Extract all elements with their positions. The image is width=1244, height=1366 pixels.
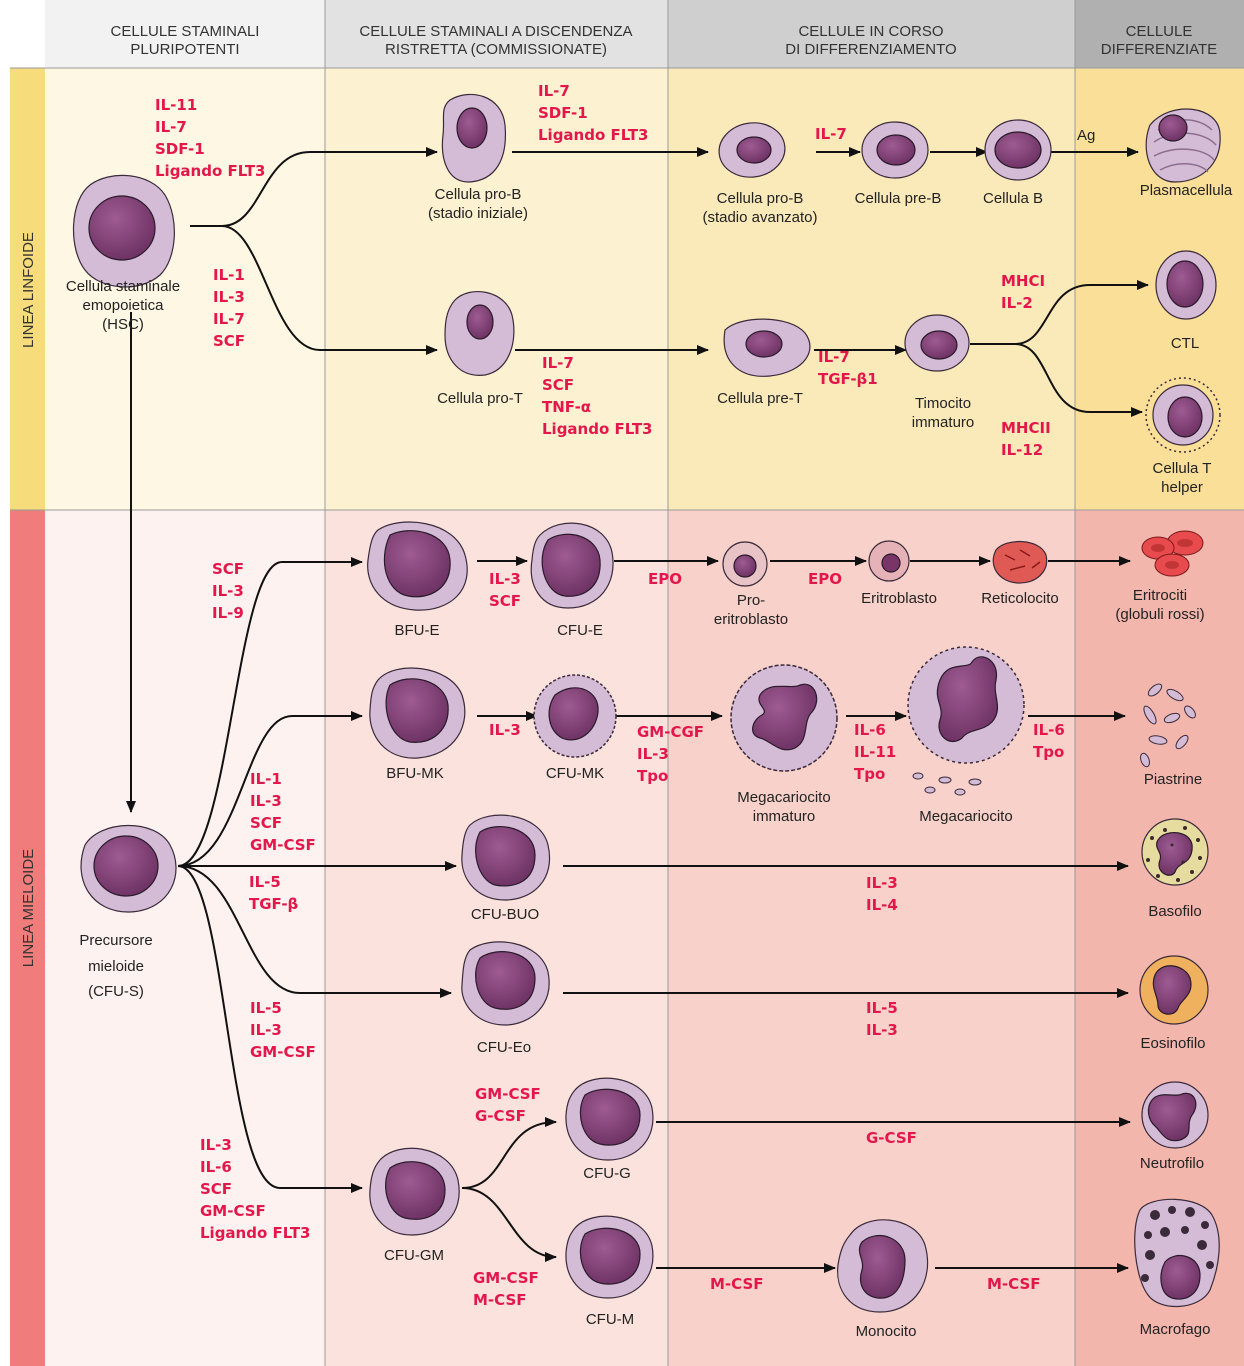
neutrophil-cell-icon [1142, 1082, 1208, 1148]
label-monocyte: Monocito [856, 1323, 917, 1340]
pro-b-early-cell-icon [442, 94, 505, 182]
label-pre-t: Cellula pre-T [717, 390, 803, 407]
label-pro-t: Cellula pro-T [437, 390, 523, 407]
label-basophil: Basofilo [1148, 903, 1201, 920]
label-eosinophil: Eosinofilo [1140, 1035, 1205, 1052]
cytokines-bfu-mk-to-cfu-mk: IL-3 [489, 721, 521, 739]
cytokines-m-to-monocyte: M-CSF [710, 1275, 764, 1293]
label-reticulocyte: Reticolocito [981, 590, 1059, 607]
cytokines-late-to-pre-b: IL-7 [815, 125, 847, 143]
label-cfu-eo: CFU-Eo [477, 1039, 531, 1056]
cfu-gm-cell-icon [370, 1148, 459, 1235]
label-cfu-e: CFU-E [557, 622, 603, 639]
macrophage-cell-icon [1135, 1199, 1220, 1306]
row-label-myeloid: LINEA MIELOIDE [20, 849, 37, 967]
label-cfu-g: CFU-G [583, 1165, 631, 1182]
label-cfu-m: CFU-M [586, 1311, 634, 1328]
label-ctl: CTL [1171, 335, 1199, 352]
monocyte-cell-icon [838, 1220, 928, 1312]
cfu-s-cell-icon [81, 825, 176, 912]
b-cell-icon [985, 120, 1051, 180]
cfu-g-cell-icon [566, 1078, 653, 1160]
label-bfu-mk: BFU-MK [386, 765, 444, 782]
cytokines-cfu-e-to-pro-ery: EPO [648, 570, 682, 588]
cfu-e-cell-icon [531, 523, 613, 608]
bfu-e-cell-icon [368, 522, 468, 610]
cfu-buo-cell-icon [462, 815, 550, 900]
label-cfu-buo: CFU-BUO [471, 906, 539, 923]
cytokines-g-to-neutrophil: G-CSF [866, 1129, 917, 1147]
label-plasma: Plasmacellula [1140, 182, 1233, 199]
header-differentiating: CELLULE IN CORSODI DIFFERENZIAMENTO [785, 23, 956, 58]
pre-t-cell-icon [724, 319, 810, 376]
ctl-cell-icon [1156, 251, 1216, 319]
eosinophil-cell-icon [1140, 956, 1208, 1024]
cytokines-pro-ery-to-erythroblast: EPO [808, 570, 842, 588]
cfu-mk-cell-icon [534, 675, 616, 757]
pre-b-cell-icon [862, 122, 928, 178]
label-b-cell: Cellula B [983, 190, 1043, 207]
cfu-eo-cell-icon [462, 942, 549, 1025]
label-neutrophil: Neutrofilo [1140, 1155, 1204, 1172]
bfu-mk-cell-icon [370, 668, 465, 758]
thymocyte-cell-icon [905, 315, 969, 371]
pro-erythroblast-cell-icon [723, 542, 767, 586]
hsc-cell-icon [74, 175, 175, 287]
label-pre-b: Cellula pre-B [855, 190, 942, 207]
label-platelets: Piastrine [1144, 771, 1202, 788]
label-cfu-mk: CFU-MK [546, 765, 604, 782]
erythroblast-cell-icon [869, 541, 909, 581]
label-erythroblast: Eritroblasto [861, 590, 937, 607]
reticulocyte-cell-icon [993, 542, 1046, 584]
cfu-m-cell-icon [566, 1216, 653, 1298]
label-megakaryocyte: Megacariocito [919, 808, 1012, 825]
megakaryocyte-immature-cell-icon [731, 665, 837, 771]
cytokines-b-to-plasma: Ag [1077, 127, 1095, 144]
label-macrophage: Macrofago [1140, 1321, 1211, 1338]
pro-t-cell-icon [445, 292, 514, 376]
label-bfu-e: BFU-E [395, 622, 440, 639]
cytokines-monocyte-to-macrophage: M-CSF [987, 1275, 1041, 1293]
basophil-cell-icon [1142, 819, 1208, 885]
row-label-lymphoid: LINEA LINFOIDE [20, 232, 37, 348]
label-cfu-gm: CFU-GM [384, 1247, 444, 1264]
